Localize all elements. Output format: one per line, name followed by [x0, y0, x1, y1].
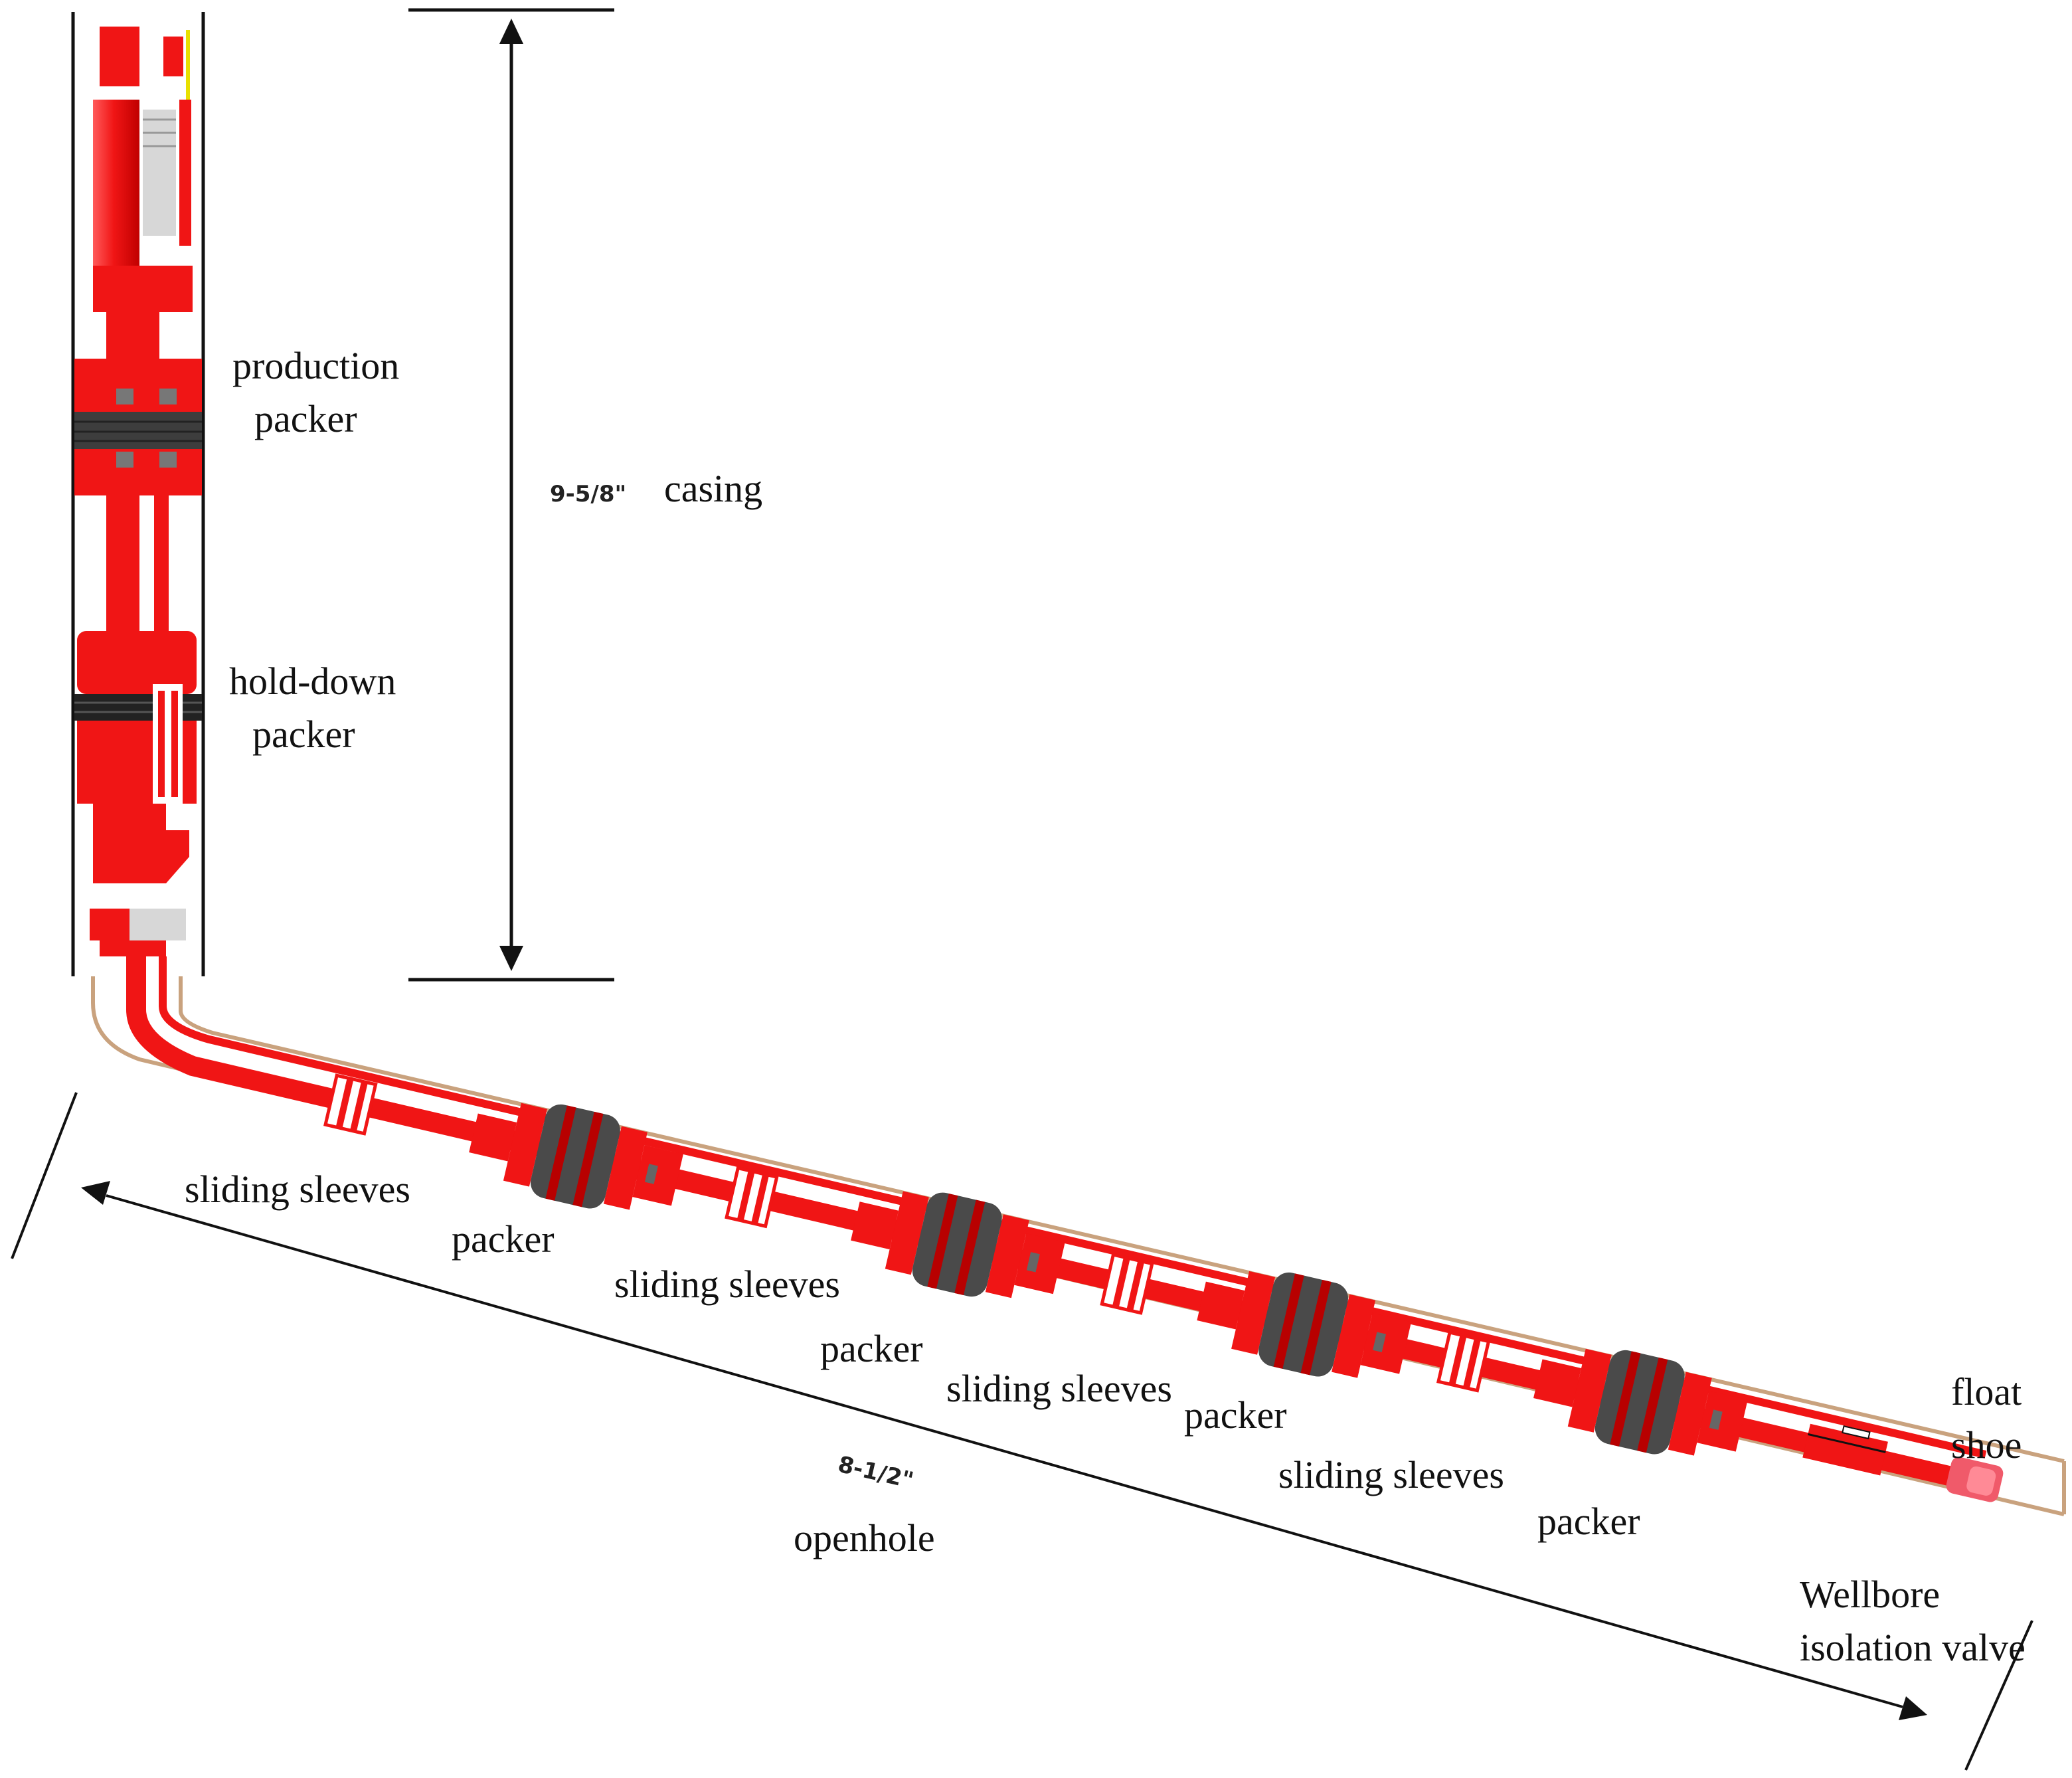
float-shoe-label-2: shoe — [1951, 1423, 2022, 1467]
arrow-right-icon — [1899, 1696, 1927, 1720]
casing-label: casing — [664, 467, 762, 510]
lateral-packer-tool — [1197, 1271, 1412, 1378]
arrow-left-icon — [81, 1181, 110, 1205]
sliding-sleeve-tool — [725, 1166, 779, 1229]
packer-label-4: packer — [1537, 1500, 1640, 1543]
sliding-sleeve-tool — [323, 1073, 378, 1136]
casing-size-label: 9-5/8" — [550, 481, 626, 507]
openhole-size-label: 8-1/2" — [835, 1451, 916, 1494]
float-shoe-tool — [1946, 1457, 2004, 1502]
sliding-sleeve-tool — [1436, 1330, 1491, 1393]
sliding-sleeves-label-2: sliding sleeves — [614, 1263, 840, 1306]
wellbore-isolation-valve-label: Wellbore — [1800, 1573, 1940, 1616]
sliding-sleeves-label-4: sliding sleeves — [1278, 1453, 1504, 1496]
openhole-label: openhole — [794, 1516, 935, 1559]
hold-down-packer-tool — [74, 631, 202, 956]
upper-tool-string — [93, 27, 193, 365]
arrow-down-icon — [499, 946, 523, 971]
hold-down-packer-label: hold-down — [229, 660, 396, 703]
casing-dimension — [408, 8, 614, 982]
lateral-tool-string — [126, 956, 2004, 1502]
arrow-up-icon — [499, 19, 523, 44]
packer-label-1: packer — [452, 1217, 555, 1261]
packer-label-2: packer — [820, 1327, 923, 1370]
casing-section — [71, 12, 205, 976]
lateral-packer-tool — [1533, 1348, 1748, 1456]
production-packer-label-2: packer — [254, 397, 357, 440]
lateral-packer-tool — [469, 1103, 683, 1210]
wellbore-isolation-valve-tool — [1802, 1423, 1888, 1476]
silver-sub — [143, 110, 176, 236]
wellbore-isolation-valve-label-2: isolation valve — [1800, 1626, 2026, 1669]
sliding-sleeve-tool — [1100, 1253, 1154, 1315]
openhole-outline — [91, 976, 2066, 1516]
lateral-packer-tool — [851, 1191, 1065, 1298]
sliding-sleeves-label-3: sliding sleeves — [946, 1367, 1172, 1410]
production-packer-tool — [74, 359, 202, 495]
openhole-dimension — [11, 1092, 2033, 1771]
sliding-sleeves-label-1: sliding sleeves — [185, 1168, 410, 1211]
hold-down-packer-label-2: packer — [252, 713, 355, 756]
yellow-marker — [186, 30, 190, 110]
float-shoe-label: float — [1951, 1370, 2022, 1413]
packer-label-3: packer — [1184, 1393, 1287, 1437]
production-packer-label: production — [232, 344, 399, 387]
